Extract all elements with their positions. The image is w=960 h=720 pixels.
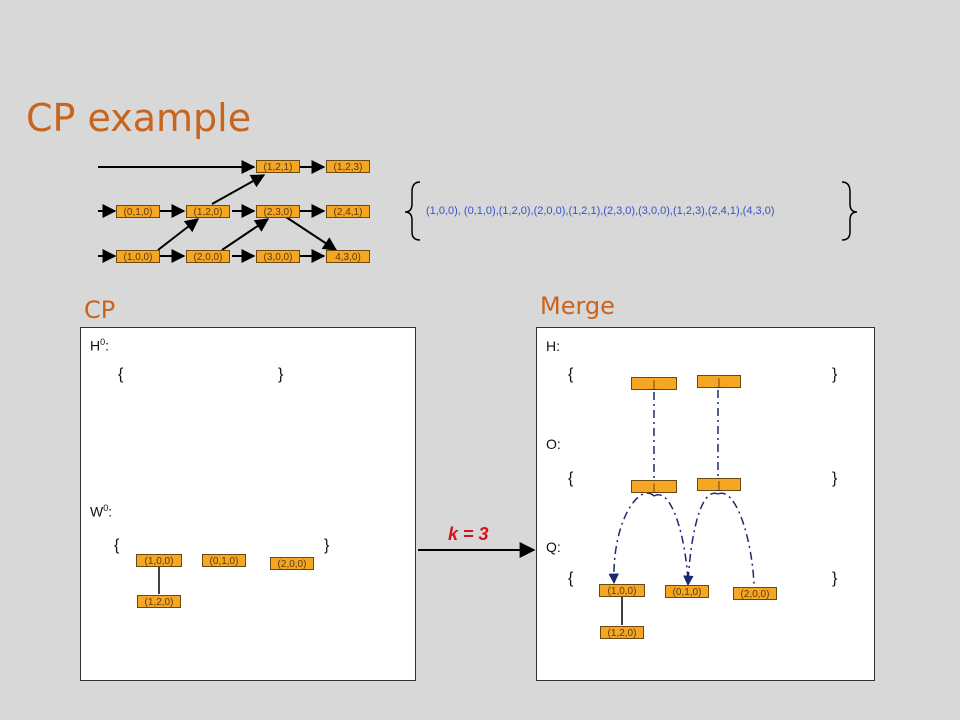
cp-heading: CP [84, 296, 116, 324]
arrow-diag-1 [157, 218, 200, 251]
w-node: (2,0,0) [270, 557, 314, 570]
o-close-brace: } [832, 470, 838, 487]
arrow-diag-2 [211, 174, 266, 205]
w-node: (0,1,0) [202, 554, 246, 567]
h0-label: H0: [90, 337, 110, 354]
graph-node: (0,1,0) [116, 205, 160, 218]
bottom-node: ⊥ [631, 377, 677, 392]
w-node: (1,2,0) [137, 595, 181, 608]
h-open-brace: { [568, 366, 574, 383]
w0-open-brace: { [114, 537, 120, 554]
q-node: (1,0,0) [599, 584, 645, 597]
q-close-brace: } [832, 570, 838, 587]
graph-node: (1,2,0) [186, 205, 230, 218]
sequence-open-brace [404, 181, 421, 241]
merge-heading: Merge [540, 292, 615, 320]
sequence-text: (1,0,0), (0,1,0),(1,2,0),(2,0,0),(1,2,1)… [426, 205, 775, 217]
bottom-node: ⊥ [631, 480, 677, 495]
bottom-node: ⊥ [697, 478, 741, 493]
w-node: (1,0,0) [136, 554, 182, 567]
w0-close-brace: } [324, 537, 330, 554]
w0-label: W0: [90, 503, 113, 520]
q-node: (0,1,0) [665, 585, 709, 598]
k-label: k = 3 [448, 524, 489, 544]
arrow-diag-3 [221, 218, 270, 251]
graph-node: (2,4,1) [326, 205, 370, 218]
bottom-node: ⊥ [697, 375, 741, 390]
arrow-diag-4 [285, 216, 338, 251]
sequence-close-brace [841, 181, 858, 241]
graph-node: (3,0,0) [256, 250, 300, 263]
dashdot-arc-2 [653, 494, 689, 583]
graph-node: (2,0,0) [186, 250, 230, 263]
graph-node: (1,2,1) [256, 160, 300, 173]
h0-close-brace: } [278, 366, 284, 383]
graph-node: (2,3,0) [256, 205, 300, 218]
cp-panel [80, 327, 416, 681]
page-title: CP example [26, 96, 252, 140]
q-node: (2,0,0) [733, 587, 777, 600]
o-label: O: [546, 436, 561, 452]
h0-open-brace: { [118, 366, 124, 383]
graph-node: (1,2,3) [326, 160, 370, 173]
q-open-brace: { [568, 570, 574, 587]
q-label: Q: [546, 539, 561, 555]
q-node: (1,2,0) [600, 626, 644, 639]
graph-node: 4,3,0) [326, 250, 370, 263]
graph-node: (1,0,0) [116, 250, 160, 263]
dashdot-arc-1 [608, 492, 655, 585]
o-open-brace: { [568, 470, 574, 487]
dashdot-arc-3 [683, 492, 719, 587]
h-label: H: [546, 338, 560, 354]
h-close-brace: } [832, 366, 838, 383]
dashdot-arc-4 [717, 492, 755, 585]
